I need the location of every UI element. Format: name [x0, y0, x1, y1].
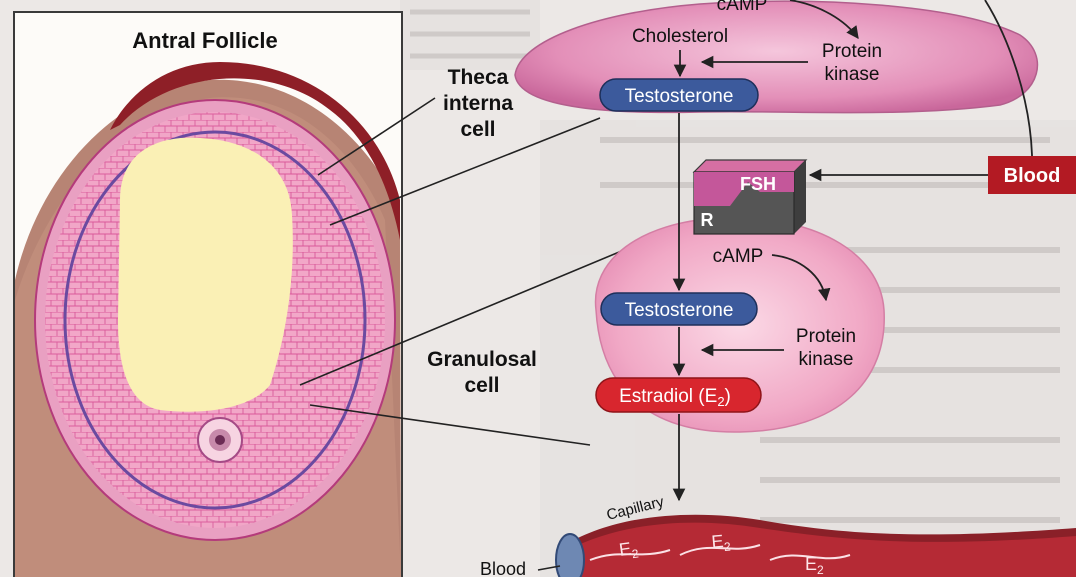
- follicle-panel: Antral Follicle: [14, 12, 402, 577]
- capillary-e2-2: E: [711, 531, 725, 552]
- estradiol-close: ): [725, 386, 731, 407]
- theca-label-line2: interna: [443, 92, 513, 115]
- granulosa-camp: cAMP: [713, 246, 764, 267]
- theca-testosterone-pill: Testosterone: [600, 79, 758, 111]
- blood-box: Blood: [988, 156, 1076, 194]
- theca-cholesterol: Cholesterol: [632, 26, 728, 47]
- svg-text:Estradiol (E2): Estradiol (E2): [619, 386, 731, 409]
- granulosal-label: Granulosal cell: [427, 348, 537, 397]
- follicle-title: Antral Follicle: [132, 28, 277, 53]
- capillary-e2-3-sub: 2: [817, 563, 824, 577]
- theca-protein-kinase-line1: Protein: [822, 41, 882, 62]
- granulosa-protein-kinase-line2: kinase: [799, 349, 854, 370]
- fsh-label: FSH: [740, 174, 776, 194]
- granulosal-label-line1: Granulosal: [427, 348, 537, 371]
- capillary-e2-3: E: [805, 554, 817, 574]
- estradiol-pill: Estradiol (E2): [596, 378, 761, 412]
- theca-testosterone-label: Testosterone: [625, 86, 734, 107]
- receptor-label: R: [701, 210, 714, 230]
- estradiol-subscript: 2: [717, 394, 724, 409]
- estradiol-label: Estradiol (E: [619, 386, 717, 407]
- theca-cell: cAMP Cholesterol Protein kinase Testoste…: [515, 0, 1037, 113]
- blood-bottom-label: Blood: [480, 559, 526, 577]
- theca-camp: cAMP: [717, 0, 768, 15]
- granulosa-testosterone-pill: Testosterone: [601, 293, 757, 325]
- fsh-receptor: FSH R: [694, 160, 806, 234]
- theca-label: Theca interna cell: [443, 66, 513, 141]
- theca-label-line1: Theca: [448, 66, 509, 89]
- granulosa-testosterone-label: Testosterone: [625, 300, 734, 321]
- theca-protein-kinase-line2: kinase: [825, 64, 880, 85]
- theca-label-line3: cell: [460, 118, 495, 141]
- granulosa-protein-kinase-line1: Protein: [796, 326, 856, 347]
- granulosal-label-line2: cell: [464, 374, 499, 397]
- blood-box-label: Blood: [1004, 165, 1061, 187]
